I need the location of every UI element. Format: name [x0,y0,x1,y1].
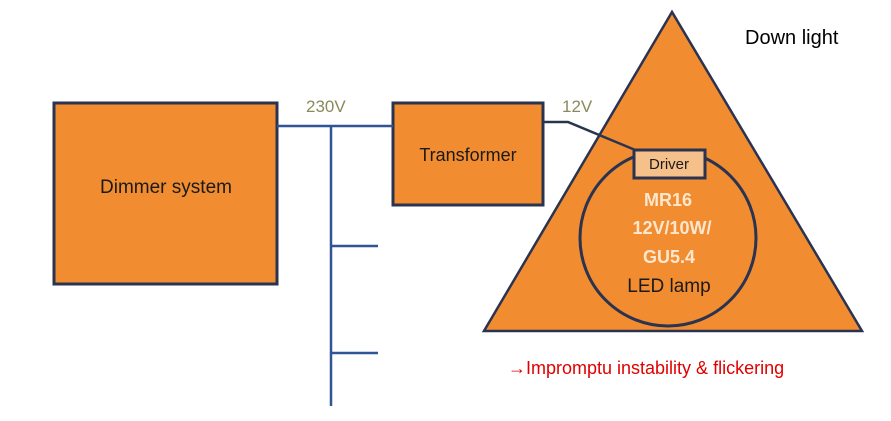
dimmer-label: Dimmer system [100,177,232,198]
dimmer-box [52,101,279,286]
transformer-box [391,101,545,207]
flicker-note-text: Impromptu instability & flickering [526,358,784,378]
driver-label: Driver [649,156,689,173]
12v-line [543,120,641,154]
lamp-line-4: LED lamp [627,276,710,297]
arrow-icon: → [508,358,526,378]
lamp-line-2: 12V/10W/ [632,218,711,238]
lamp-line-1: MR16 [644,190,692,210]
driver-box [632,148,707,180]
transformer-label: Transformer [419,145,516,165]
230v-bus [277,124,393,406]
230v-label: 230V [306,97,346,116]
flicker-note: →Impromptu instability & flickering [508,358,784,378]
12v-label: 12V [562,97,593,116]
down-light-label: Down light [745,27,839,49]
lamp-line-3: GU5.4 [643,247,695,267]
